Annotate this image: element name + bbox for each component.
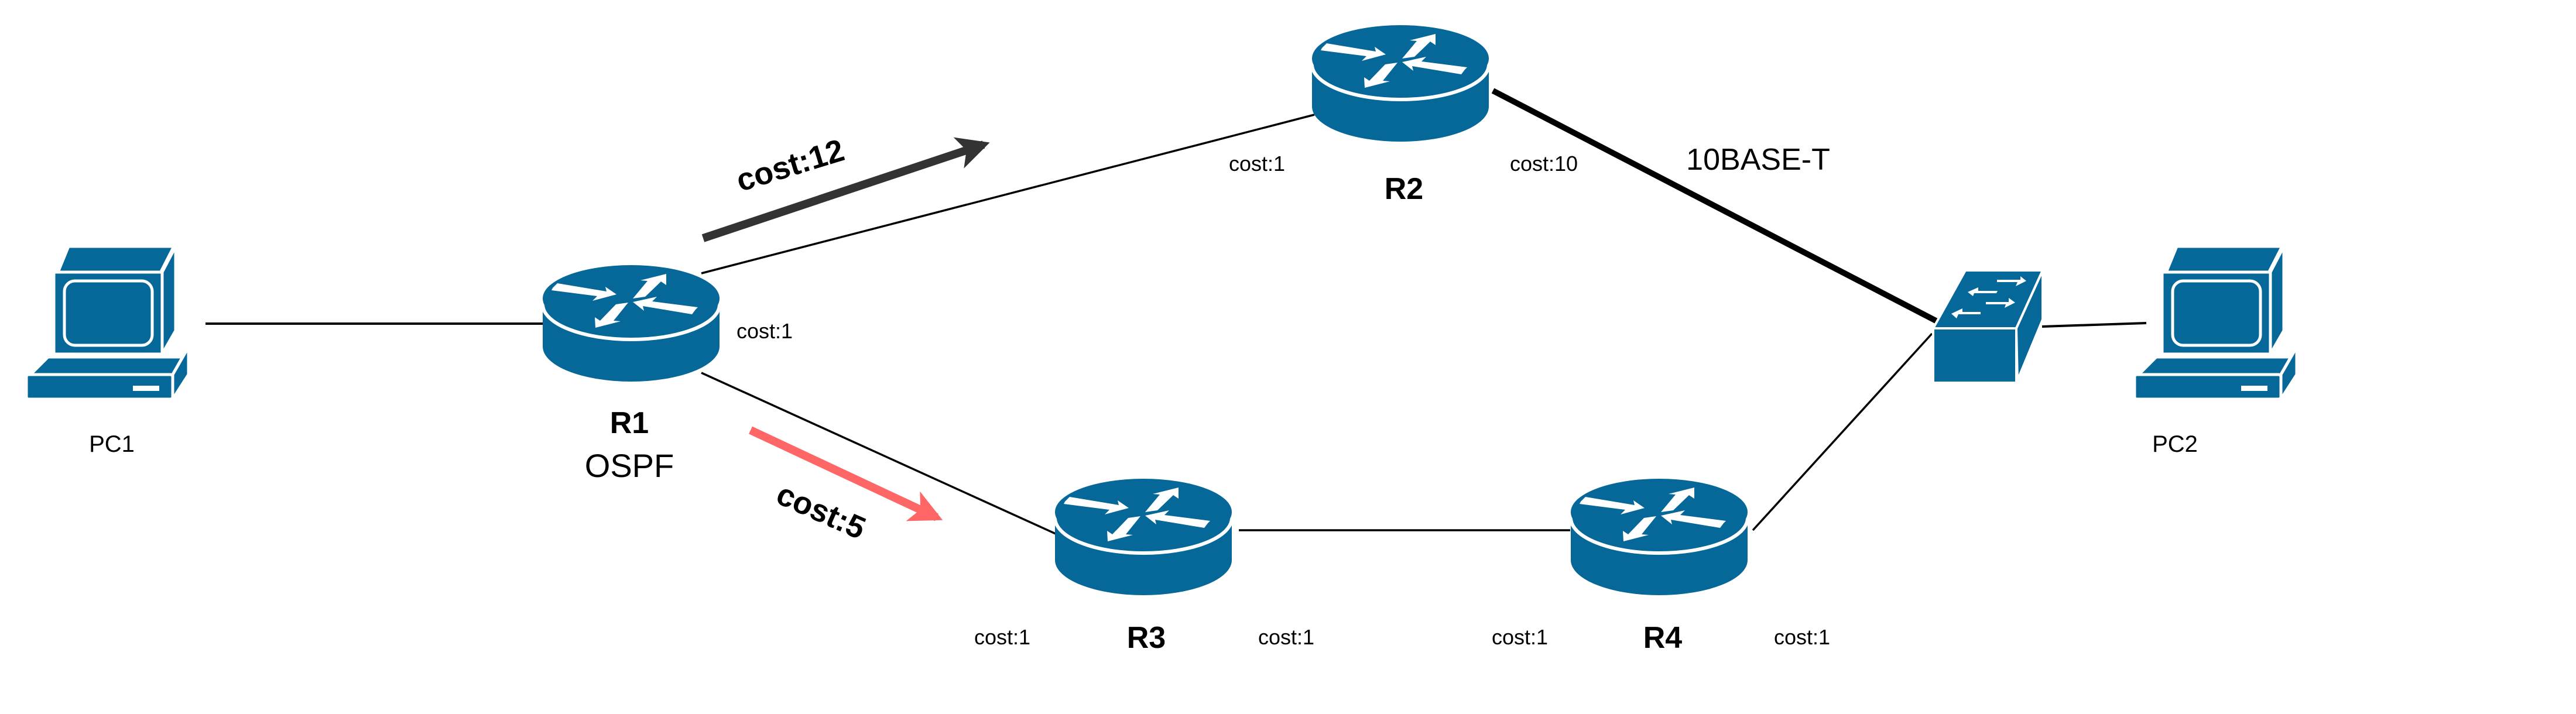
r4-router-icon[interactable]: [1571, 479, 1748, 595]
pc1-computer-icon[interactable]: [26, 246, 189, 399]
lower-path-arrow: [749, 426, 943, 521]
lower-path-cost: cost:5: [771, 476, 871, 547]
r1-label: R1: [610, 406, 649, 440]
link-r4-switch: [1752, 332, 1933, 531]
upper-path-cost: cost:12: [732, 132, 848, 198]
r2-switch-media-label: 10BASE-T: [1686, 143, 1830, 177]
r4-label: R4: [1643, 621, 1683, 655]
link-r1-r2: [701, 114, 1315, 274]
r2-router-icon[interactable]: [1312, 25, 1489, 142]
pc1-label: PC1: [89, 431, 135, 457]
r3-label: R3: [1127, 621, 1166, 655]
r2-label: R2: [1385, 172, 1423, 206]
pc2-label: PC2: [2152, 431, 2198, 457]
link-r1-r3: [701, 372, 1056, 535]
r1-cost: cost:1: [737, 319, 793, 343]
link-switch-pc2: [2041, 322, 2147, 328]
pc2-computer-icon[interactable]: [2135, 246, 2297, 399]
r3-cost-right: cost:1: [1258, 625, 1314, 649]
r3-router-icon[interactable]: [1055, 479, 1232, 595]
links: [205, 88, 2147, 535]
r3-cost-left: cost:1: [974, 625, 1030, 649]
upper-path-arrow: [701, 137, 990, 242]
r2-cost-left: cost:1: [1229, 152, 1285, 176]
r4-cost-left: cost:1: [1492, 625, 1548, 649]
r1-protocol: OSPF: [585, 447, 674, 484]
link-r2-switch: [1491, 88, 1945, 328]
r1-router-icon[interactable]: [543, 265, 720, 382]
switch-icon[interactable]: [1931, 269, 2045, 384]
r2-cost-right: cost:10: [1510, 152, 1578, 176]
r4-cost-right: cost:1: [1774, 625, 1830, 649]
